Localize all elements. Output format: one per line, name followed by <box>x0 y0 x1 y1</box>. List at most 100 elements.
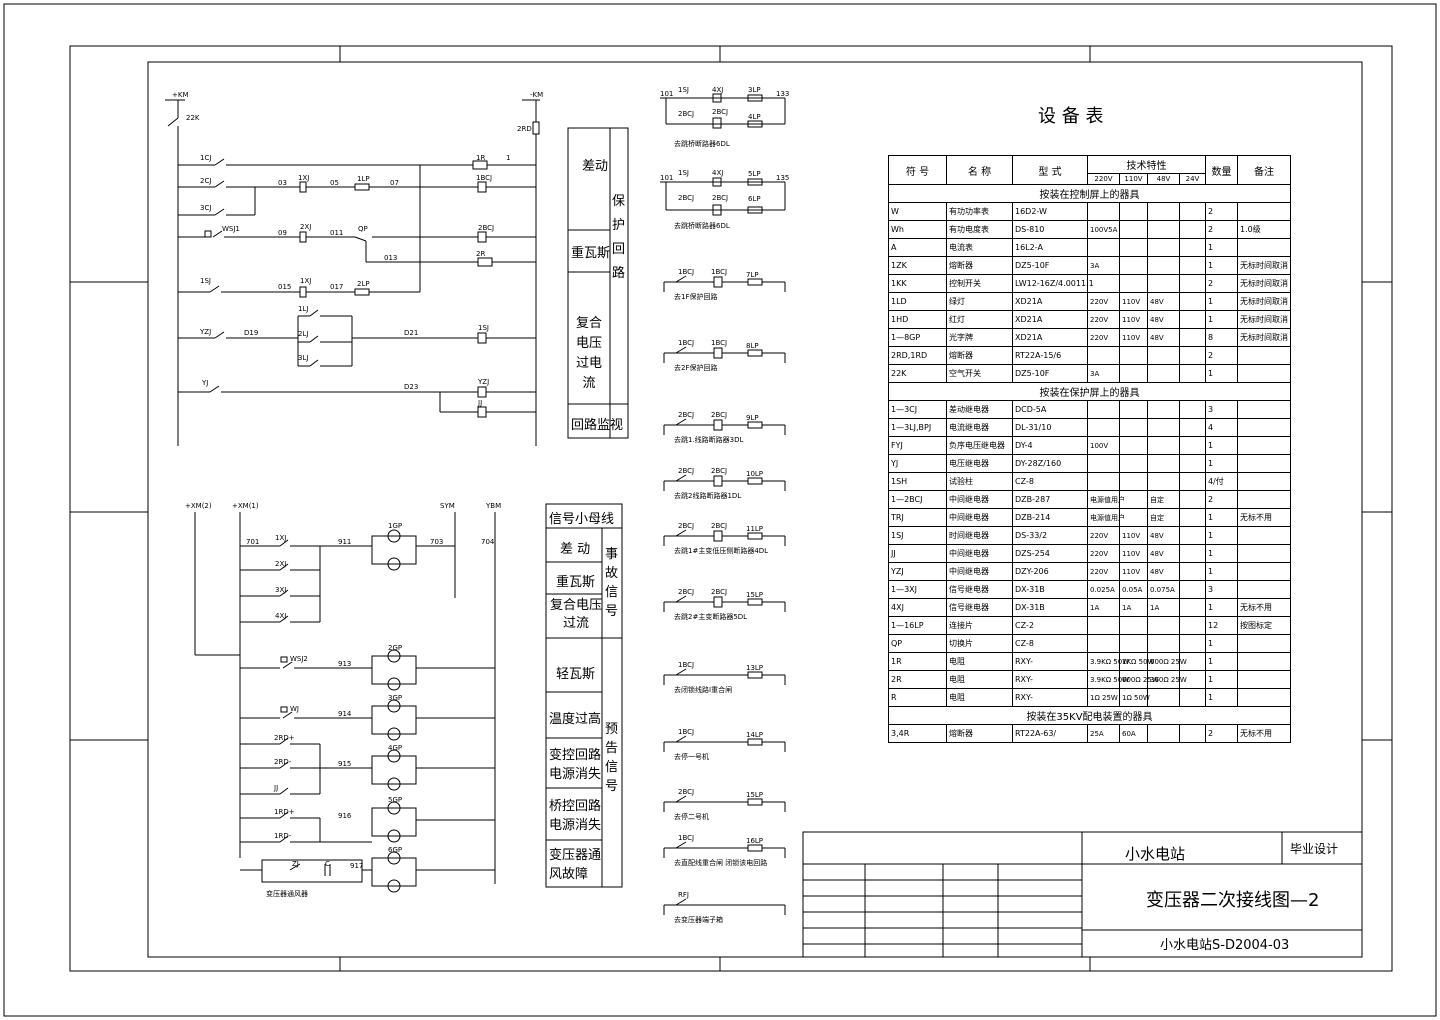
prot-item-overcurrent: 复合电压过电流 <box>575 316 602 391</box>
label-917: 917 <box>350 862 363 870</box>
aux-relay-coil <box>713 596 723 608</box>
table-cell <box>1119 634 1148 653</box>
table-cell <box>1147 220 1180 239</box>
aux-lp-label: 9LP <box>746 414 759 422</box>
table-title: 设 备 表 <box>1038 106 1103 127</box>
label-2rd: 2RD <box>517 125 532 133</box>
signal-accident-label: 事故信号 <box>605 547 619 619</box>
table-cell: 负序电压继电器 <box>946 436 1013 455</box>
aux-lp-label: 11LP <box>746 525 763 533</box>
table-cell: 2 <box>1205 724 1238 743</box>
table-cell: 22K <box>888 364 947 383</box>
label-1sj-coil: 1SJ <box>478 324 489 332</box>
table-cell <box>1179 310 1206 329</box>
section-title: 按装在35KV配电装置的器具 <box>888 706 1291 725</box>
aux-desc: 去直配线重合闸 闭锁该电回路 <box>674 858 767 867</box>
trip1-relay: 4XJ <box>712 86 723 94</box>
table-cell: 无标不用 <box>1237 724 1291 743</box>
th-qty: 数量 <box>1205 155 1238 185</box>
table-cell: 110V <box>1119 562 1148 581</box>
label-ybm: YBM <box>485 502 501 510</box>
table-cell: CZ-8 <box>1012 634 1088 653</box>
label-d23: D23 <box>404 383 418 391</box>
table-cell <box>1119 238 1148 257</box>
aux-relay-label: 1BCJ <box>711 339 727 347</box>
table-cell: 1A <box>1147 598 1180 617</box>
label-1lj: 1LJ <box>298 305 308 313</box>
table-cell: 1SJ <box>888 526 947 545</box>
aux-contact <box>675 898 687 906</box>
aux-contact <box>675 841 687 849</box>
table-cell: 1 <box>1205 310 1238 329</box>
table-cell: 电压继电器 <box>946 454 1013 473</box>
aux-desc: 去停二号机 <box>674 812 709 821</box>
label-sym: SYM <box>440 502 455 510</box>
label-n1: 1 <box>506 154 510 162</box>
table-cell: 1HD <box>888 310 947 329</box>
label-1r: 1R <box>476 154 485 162</box>
table-cell: 2R <box>888 670 947 689</box>
table-cell <box>1147 400 1180 419</box>
table-cell <box>1147 202 1180 221</box>
table-cell: TRJ <box>888 508 947 527</box>
table-cell: DX-31B <box>1012 598 1088 617</box>
table-cell: 1SH <box>888 472 947 491</box>
table-cell <box>1179 220 1206 239</box>
table-cell: 16L2-A <box>1012 238 1088 257</box>
table-cell: 0.025A <box>1087 580 1120 599</box>
frame-border <box>69 45 1393 972</box>
aux-contact <box>675 275 687 283</box>
table-cell: 无标不用 <box>1237 598 1291 617</box>
label-913: 913 <box>338 660 351 668</box>
table-cell: 1 <box>1205 598 1238 617</box>
table-cell <box>1237 544 1291 563</box>
table-cell <box>1179 562 1206 581</box>
table-cell: 1 <box>1205 562 1238 581</box>
table-cell: 熔断器 <box>946 256 1013 275</box>
table-section-header: 按装在35KV配电装置的器具 <box>888 706 1291 725</box>
label-2xj: 2XJ <box>300 223 311 231</box>
table-cell <box>1147 436 1180 455</box>
table-cell: 电阻 <box>946 652 1013 671</box>
aux-relay-coil <box>713 530 723 542</box>
table-cell: 220V <box>1087 292 1120 311</box>
outer-border <box>3 3 1437 1017</box>
table-cell: 3 <box>1205 580 1238 599</box>
table-cell <box>1179 580 1206 599</box>
label-3lj: 3LJ <box>298 354 308 362</box>
table-cell <box>1237 490 1291 509</box>
signal-item-heavy-gas: 重瓦斯 <box>556 575 596 590</box>
label-915: 915 <box>338 760 351 768</box>
table-cell <box>1119 256 1148 275</box>
aux-contact-label: 1BCJ <box>678 268 694 276</box>
table-cell <box>1179 490 1206 509</box>
table-cell: 连接片 <box>946 616 1013 635</box>
protection-labels: +KM 22K -KM 2RD 1CJ 2CJ 3CJ 03 1XJ 05 1L… <box>172 91 543 407</box>
aux-link-piece <box>747 532 763 540</box>
aux-relay-label: 2BCJ <box>711 411 727 419</box>
signal-item-light-gas: 轻瓦斯 <box>556 667 596 682</box>
aux-desc: 去2F保护回路 <box>674 363 717 372</box>
table-cell <box>1119 616 1148 635</box>
table-cell <box>1237 400 1291 419</box>
label-zj: ZJ <box>292 860 299 868</box>
table-cell: 1LD <box>888 292 947 311</box>
label-05: 05 <box>330 179 339 187</box>
label-07: 07 <box>390 179 399 187</box>
table-cell: 无标时间取消 <box>1237 310 1291 329</box>
table-cell: A <box>888 238 947 257</box>
table-cell: 中间继电器 <box>946 508 1013 527</box>
table-cell <box>1237 202 1291 221</box>
label-plus-km: +KM <box>172 91 189 99</box>
th-volt-48: 48V <box>1147 173 1180 185</box>
label-2r: 2R <box>476 250 485 258</box>
table-cell: 48V <box>1147 328 1180 347</box>
label-wsj1: WSJ1 <box>222 225 240 233</box>
table-cell: 220V <box>1087 562 1120 581</box>
